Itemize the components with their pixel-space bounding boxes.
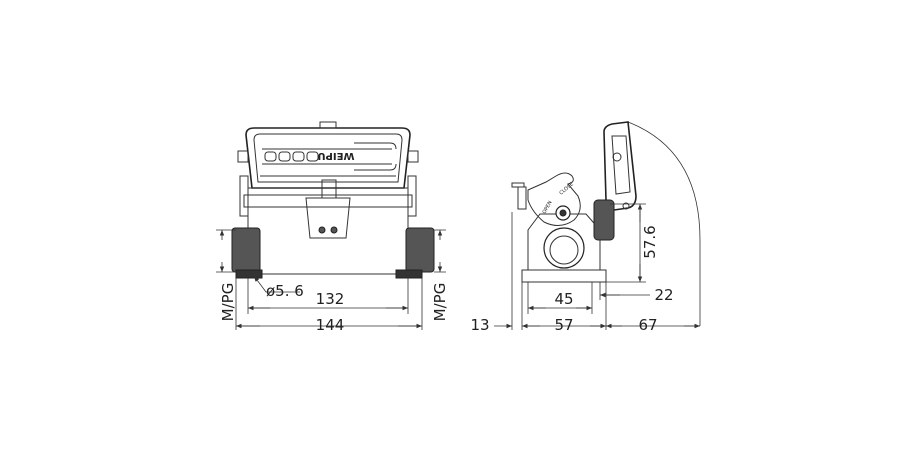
dim-22-label: 22 <box>654 286 673 304</box>
front-foot-right <box>395 269 423 279</box>
mpg-dim-left <box>216 229 236 273</box>
dim-67-label: 67 <box>638 316 657 334</box>
front-cover-tab <box>319 121 337 129</box>
side-view: CLOSE OPEN 13 57 45 22 57.6 <box>470 121 701 334</box>
logo-stripes <box>260 142 397 177</box>
front-gland-left <box>231 227 261 273</box>
front-cover-inner <box>253 133 403 183</box>
side-latch-plate <box>593 199 615 241</box>
thread-label-left: M/PG <box>219 283 237 322</box>
front-cover-outline <box>245 127 411 189</box>
dim-22-ext <box>599 282 650 300</box>
dim-13-ext <box>511 212 523 330</box>
thread-label-right: M/PG <box>431 283 449 322</box>
front-cover-ear-right <box>407 150 419 163</box>
front-clip-right <box>407 175 417 217</box>
dim-57-6-label: 57.6 <box>641 225 659 258</box>
cover-rivet <box>612 152 622 162</box>
front-clip-left <box>239 175 249 217</box>
dim-13-label: 13 <box>470 316 489 334</box>
front-gland-right <box>405 227 435 273</box>
side-lever <box>527 172 581 226</box>
logo-band <box>262 148 392 165</box>
side-base <box>521 269 607 283</box>
lever-open-label: OPEN <box>542 200 554 215</box>
dim-144-label: 144 <box>316 316 345 334</box>
front-view: WEIPU M/PG M/PG ø5. 6 <box>216 121 449 334</box>
side-gland-inner <box>549 235 579 265</box>
hole-diameter-label: ø5. 6 <box>266 282 304 300</box>
front-logo-text: WEIPU <box>317 150 354 161</box>
front-latch-block <box>305 197 351 239</box>
dim-57-label: 57 <box>554 316 573 334</box>
side-pin <box>511 182 525 188</box>
open-cover-inner <box>611 135 631 195</box>
front-foot-left <box>235 269 263 279</box>
cover-swing-arc <box>627 121 701 326</box>
hole-leader <box>253 275 300 293</box>
front-flange <box>243 194 413 208</box>
dim-45-label: 45 <box>554 290 573 308</box>
logo-blocks <box>264 151 319 162</box>
front-cover-ear-left <box>237 150 249 163</box>
open-cover <box>603 121 637 211</box>
front-latch-screws <box>318 226 338 234</box>
front-body <box>247 187 409 275</box>
dim-144-ext <box>235 278 423 330</box>
side-gland-outer <box>543 227 585 269</box>
dim-132-label: 132 <box>316 290 345 308</box>
